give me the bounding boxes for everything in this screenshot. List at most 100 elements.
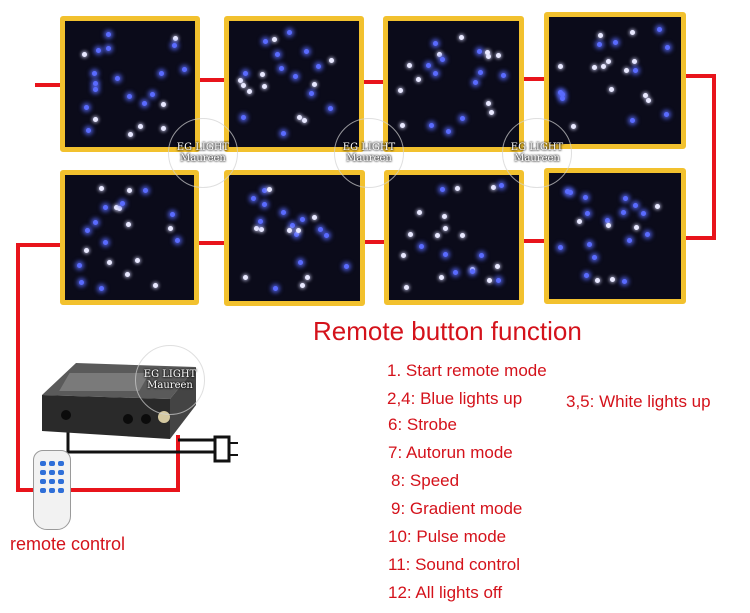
led-light <box>454 185 460 191</box>
led-light <box>150 92 156 98</box>
led-light <box>416 210 422 216</box>
led-light <box>458 35 464 41</box>
led-light <box>443 226 449 232</box>
led-light <box>558 244 564 250</box>
led-light <box>557 64 563 70</box>
led-light <box>486 100 492 106</box>
led-light <box>317 227 323 233</box>
led-light <box>271 36 277 42</box>
led-light <box>495 277 501 283</box>
led-light <box>489 109 495 115</box>
led-light <box>400 122 406 128</box>
led-light <box>266 187 272 193</box>
led-light <box>583 272 589 278</box>
led-light <box>429 123 435 129</box>
led-light <box>398 88 404 94</box>
led-panel-5 <box>60 170 199 305</box>
led-light <box>654 204 660 210</box>
led-light <box>583 194 589 200</box>
function-item: 2,4: Blue lights up <box>387 389 523 408</box>
led-light <box>634 224 640 230</box>
function-item: 11: Sound control <box>388 555 520 574</box>
led-light <box>608 86 614 92</box>
led-light <box>103 204 109 210</box>
function-item: 3,5: White lights up <box>566 392 711 411</box>
led-light <box>83 248 89 254</box>
function-item: 10: Pulse mode <box>388 527 507 546</box>
led-light <box>595 277 601 283</box>
led-light <box>105 31 111 37</box>
led-light <box>142 101 148 107</box>
led-light <box>586 241 592 247</box>
led-light <box>241 114 247 120</box>
led-light <box>498 182 504 188</box>
led-light <box>560 95 566 101</box>
led-light <box>324 233 330 239</box>
led-light <box>103 240 109 246</box>
led-light <box>605 222 611 228</box>
led-light <box>237 77 243 83</box>
led-light <box>665 45 671 51</box>
led-light <box>300 217 306 223</box>
led-light <box>78 279 84 285</box>
led-light <box>419 243 425 249</box>
led-light <box>259 72 265 78</box>
led-light <box>290 222 296 228</box>
led-light <box>626 237 632 243</box>
led-light <box>442 214 448 220</box>
led-light <box>641 210 647 216</box>
led-light <box>476 48 482 54</box>
led-light <box>472 79 478 85</box>
led-light <box>295 228 301 234</box>
led-light <box>298 259 304 265</box>
led-light <box>328 57 334 63</box>
led-light <box>243 71 249 77</box>
led-light <box>645 98 651 104</box>
led-light <box>610 277 616 283</box>
led-light <box>258 226 264 232</box>
led-light <box>242 274 248 280</box>
led-light <box>426 63 432 69</box>
led-light <box>308 90 314 96</box>
function-item: 9: Gradient mode <box>391 499 523 518</box>
led-light <box>663 111 669 117</box>
led-light <box>125 271 131 277</box>
led-light <box>98 185 104 191</box>
led-light <box>287 29 293 35</box>
led-light <box>312 215 318 221</box>
led-light <box>113 204 119 210</box>
led-light <box>490 185 496 191</box>
led-light <box>597 33 603 39</box>
led-light <box>81 51 87 57</box>
led-light <box>643 92 649 98</box>
led-light <box>134 257 140 263</box>
led-panel-6 <box>224 170 365 306</box>
led-light <box>106 46 112 52</box>
led-light <box>84 105 90 111</box>
led-light <box>261 83 267 89</box>
function-item: 1. Start remote mode <box>387 361 547 380</box>
led-light <box>600 64 606 70</box>
led-light <box>459 115 465 121</box>
led-light <box>115 75 121 81</box>
led-light <box>477 70 483 76</box>
function-item: 8: Speed <box>391 471 460 490</box>
led-light <box>446 129 452 135</box>
led-light <box>305 274 311 280</box>
led-light <box>485 53 491 59</box>
led-panel-2 <box>224 16 364 152</box>
led-light <box>275 51 281 57</box>
led-light <box>487 277 493 283</box>
led-light <box>153 282 159 288</box>
led-light <box>469 269 475 275</box>
led-light <box>127 131 133 137</box>
led-light <box>565 188 571 194</box>
remote-control-icon <box>33 450 71 530</box>
led-light <box>253 226 259 232</box>
led-light <box>571 123 577 129</box>
led-light <box>443 251 449 257</box>
led-light <box>500 73 506 79</box>
